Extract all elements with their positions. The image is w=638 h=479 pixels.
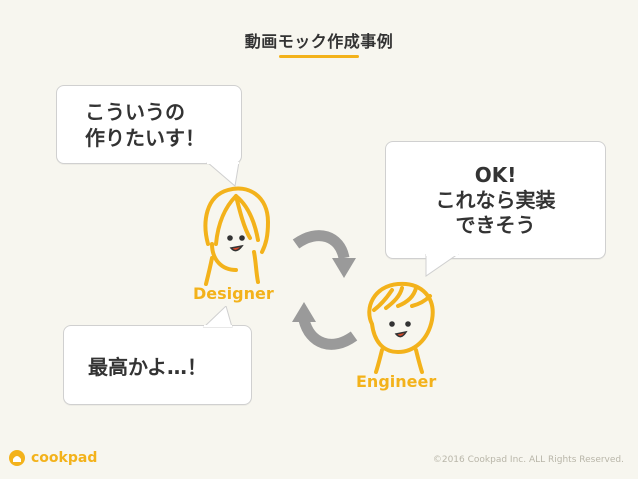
page-title: 動画モック作成事例 xyxy=(244,32,394,51)
designer-face-icon xyxy=(203,186,270,286)
engineer-line-3: できそう xyxy=(455,212,536,237)
designer-bubble-tail xyxy=(206,162,240,187)
reaction-speech-bubble: 最高かよ…！ xyxy=(63,325,252,405)
designer-speech-text: こういうの 作りたいす！ xyxy=(85,99,205,151)
engineer-bubble-tail xyxy=(425,254,459,277)
engineer-face-icon xyxy=(367,281,435,374)
designer-line-1: こういうの xyxy=(85,99,185,124)
cookpad-logo-text: cookpad xyxy=(31,450,98,466)
reaction-text: 最高かよ…！ xyxy=(88,354,207,379)
engineer-speech-text: OK! これなら実装 できそう xyxy=(436,163,556,238)
copyright-text: ©2016 Cookpad Inc. ALL Rights Reserved. xyxy=(432,455,624,465)
reaction-bubble-tail xyxy=(202,306,233,328)
engineer-line-2: これなら実装 xyxy=(435,187,556,212)
cookpad-logo: cookpad xyxy=(8,449,97,467)
engineer-label: Engineer xyxy=(356,372,437,391)
designer-speech-bubble: こういうの 作りたいす！ xyxy=(56,85,242,164)
cookpad-logo-icon xyxy=(9,450,25,466)
designer-label: Designer xyxy=(193,284,274,303)
engineer-speech-bubble: OK! これなら実装 できそう xyxy=(385,141,606,259)
designer-line-2: 作りたいす！ xyxy=(85,125,205,150)
cycle-arrow-icon xyxy=(292,230,358,350)
title-underline xyxy=(279,55,359,58)
engineer-line-1: OK! xyxy=(474,162,517,187)
